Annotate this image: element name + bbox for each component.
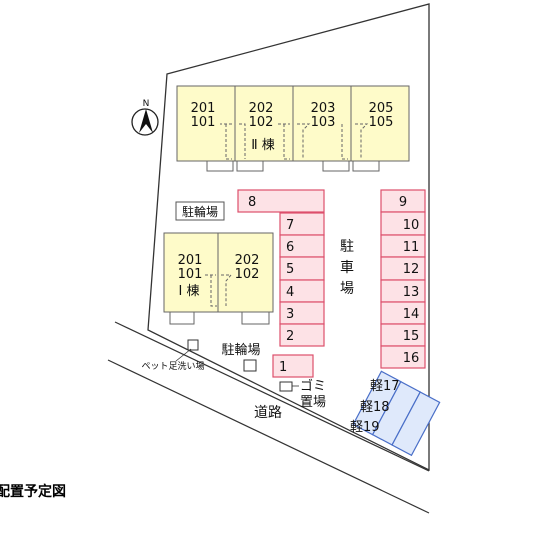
parking-label-15: 15 <box>403 329 420 344</box>
bicycle-parking-bottom-box <box>243 359 257 372</box>
pet-wash-leader <box>175 348 192 362</box>
garbage-box <box>279 381 293 392</box>
unit-I-1-lower: 101 <box>178 267 203 282</box>
parking-label-4: 4 <box>286 285 294 300</box>
light-label-17: 軽17 <box>370 379 400 394</box>
parking-label-6: 6 <box>286 240 294 255</box>
bicycle-parking-bottom-label: 駐輪場 <box>221 342 260 358</box>
parking-label-10: 10 <box>403 218 420 233</box>
unit-II-2-lower: 102 <box>249 115 274 130</box>
unit-II-1-upper: 201 <box>191 101 216 116</box>
unit-I-1-upper: 201 <box>178 253 203 268</box>
parking-label-8: 8 <box>248 195 256 210</box>
road-line-upper <box>114 321 430 472</box>
garbage-label-1: ゴミ <box>300 378 326 394</box>
parking-label-1-num: 1 <box>279 360 287 375</box>
parking-label-7: 7 <box>286 218 294 233</box>
parking-label-14: 14 <box>403 307 420 322</box>
north-label: N <box>143 99 150 109</box>
unit-I-2-lower: 102 <box>235 267 260 282</box>
light-label-18: 軽18 <box>360 400 390 415</box>
parking-right: 9 10 11 12 13 14 15 16 <box>380 189 426 369</box>
bicycle-parking-top-label: 駐輪場 <box>182 204 218 219</box>
unit-II-3-upper: 203 <box>311 101 336 116</box>
unit-II-3-lower: 103 <box>311 115 336 130</box>
unit-I-2-upper: 202 <box>235 253 260 268</box>
building-II-label: Ⅱ 棟 <box>251 138 275 153</box>
parking-label-11: 11 <box>403 240 420 255</box>
unit-II-4-lower: 105 <box>369 115 394 130</box>
parking-space-16 <box>380 345 426 369</box>
page-title: 配置予定図 <box>0 483 66 500</box>
bicycle-parking-top: 駐輪場 <box>175 201 225 221</box>
parking-label-13: 13 <box>403 285 420 300</box>
light-label-19: 軽19 <box>350 420 380 435</box>
pet-wash-box <box>187 339 199 351</box>
parking-left: 8 7 6 5 4 3 2 <box>237 189 325 347</box>
light-parking <box>352 370 441 457</box>
light-space-19 <box>391 391 441 457</box>
road-label: 道路 <box>254 405 282 421</box>
unit-II-1-lower: 101 <box>191 115 216 130</box>
road-line-lower <box>107 359 430 514</box>
parking-label-2: 車 <box>340 259 354 276</box>
parking-label-3: 場 <box>340 281 354 297</box>
building-I-label: Ⅰ 棟 <box>179 284 200 299</box>
north-compass-icon: N <box>131 99 159 136</box>
parking-label-12: 12 <box>403 262 420 277</box>
parking-label-1: 駐 <box>340 239 354 255</box>
unit-II-2-upper: 202 <box>249 101 274 116</box>
parking-label-2: 2 <box>286 329 294 344</box>
parking-space-2 <box>279 323 325 347</box>
garbage-label-2: 置場 <box>300 395 326 410</box>
parking-label-9: 9 <box>399 195 407 210</box>
parking-space-8 <box>237 189 325 213</box>
parking-label-3: 3 <box>286 307 294 322</box>
parking-label-5: 5 <box>286 262 294 277</box>
building-I: 201 101 202 102 Ⅰ 棟 <box>163 232 274 325</box>
unit-II-4-upper: 205 <box>369 101 394 116</box>
parking-space-1 <box>272 354 314 378</box>
parking-label-16: 16 <box>403 351 420 366</box>
building-II: 201 101 202 102 203 103 205 105 Ⅱ 棟 <box>176 85 410 172</box>
pet-wash-label: ペット足洗い場 <box>141 360 204 372</box>
